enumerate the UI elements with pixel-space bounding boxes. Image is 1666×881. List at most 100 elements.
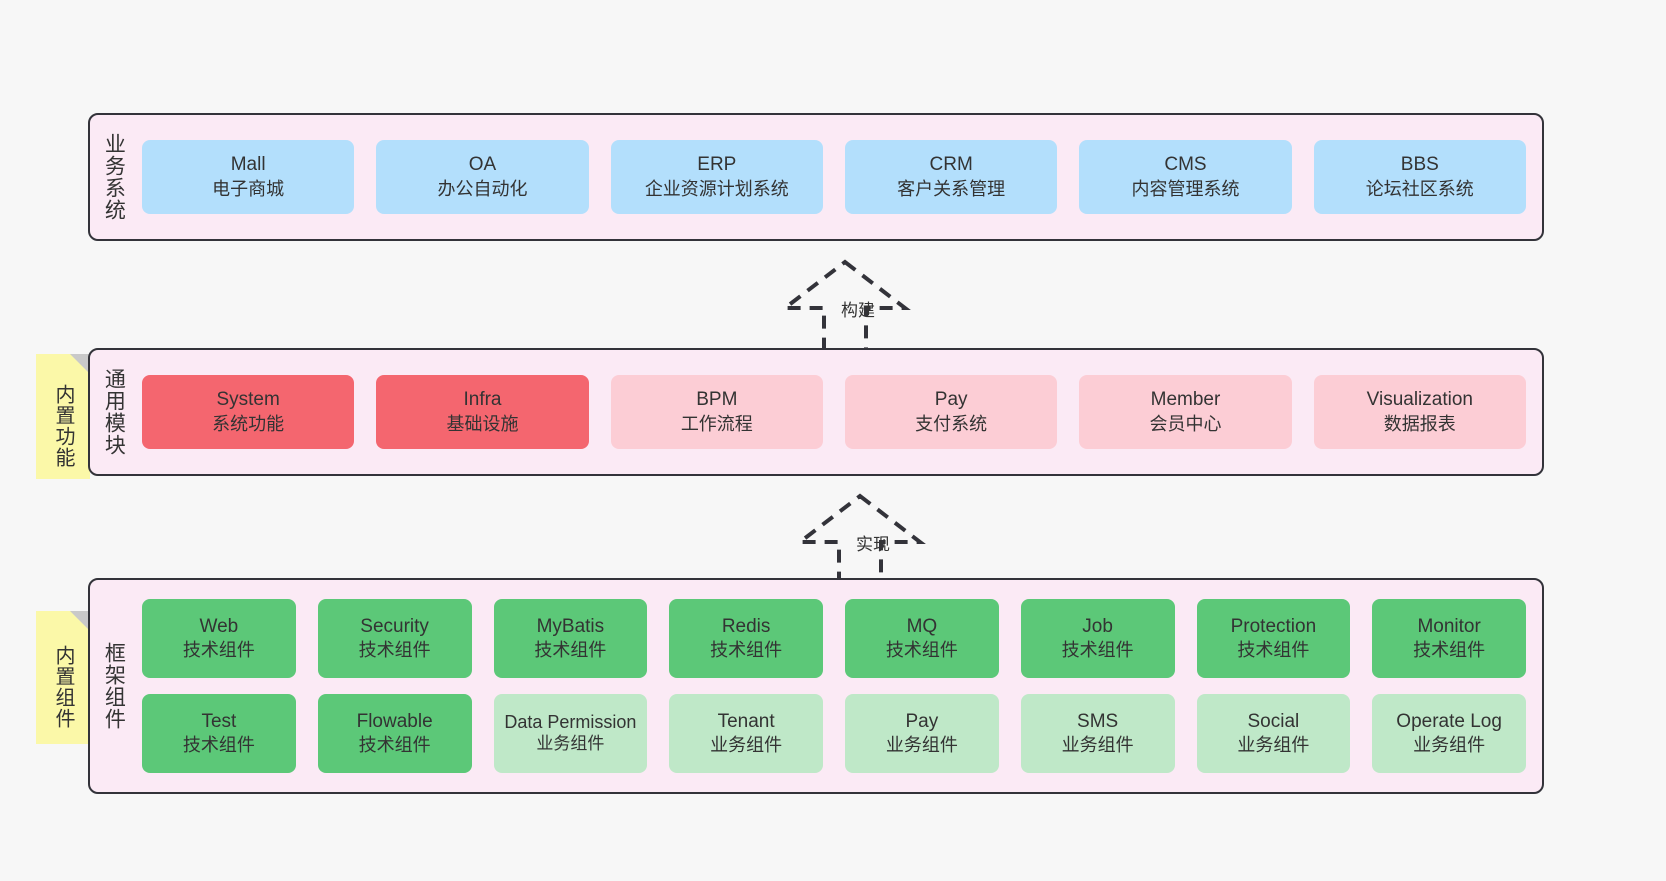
node-subtitle: 业务组件 (710, 735, 783, 756)
layer-framework-component[interactable]: 框架组件 Web 技术组件 Security 技术组件 MyBatis 技术组件… (88, 578, 1544, 794)
node-subtitle: 技术组件 (1061, 640, 1134, 661)
node-subtitle: 技术组件 (358, 640, 431, 661)
node-title: Data Permission (504, 711, 637, 732)
node-title: Protection (1230, 615, 1317, 637)
arrow-label-build: 构建 (841, 301, 875, 320)
node-oa[interactable]: OA 办公自动化 (376, 140, 589, 214)
node-subtitle: 系统功能 (212, 413, 285, 434)
node-title: System (216, 389, 280, 411)
node-subtitle: 技术组件 (885, 640, 958, 661)
arrow-label-implement: 实现 (856, 535, 890, 554)
node-subtitle: 业务组件 (1061, 735, 1134, 756)
node-title: Security (360, 615, 429, 637)
node-subtitle: 技术组件 (182, 640, 255, 661)
node-title: MyBatis (536, 615, 605, 637)
node-subtitle: 支付系统 (915, 413, 988, 434)
node-subtitle: 企业资源计划系统 (644, 178, 789, 199)
node-title: ERP (697, 154, 737, 176)
sticky-note-label: 内置功能 (52, 383, 74, 468)
node-web[interactable]: Web 技术组件 (142, 599, 296, 678)
node-security[interactable]: Security 技术组件 (317, 599, 472, 678)
layer-business-system[interactable]: 业务系统 Mall 电子商城 OA 办公自动化 ERP 企业资源计划系统 CRM… (88, 113, 1544, 241)
node-data-permission[interactable]: Data Permission 业务组件 (493, 694, 648, 773)
node-tenant[interactable]: Tenant 业务组件 (669, 694, 823, 773)
node-title: MQ (906, 615, 938, 637)
node-title: Tenant (717, 710, 775, 732)
node-title: Member (1150, 389, 1221, 411)
sticky-note-builtin-feature: 内置功能 (36, 354, 90, 479)
node-subtitle: 技术组件 (534, 640, 607, 661)
node-bbs[interactable]: BBS 论坛社区系统 (1313, 140, 1526, 214)
node-monitor[interactable]: Monitor 技术组件 (1372, 599, 1526, 678)
layer-body-framework-component: Web 技术组件 Security 技术组件 MyBatis 技术组件 Redi… (136, 580, 1542, 792)
node-subtitle: 业务组件 (1413, 735, 1486, 756)
node-title: Monitor (1417, 615, 1481, 637)
node-subtitle: 业务组件 (1237, 735, 1310, 756)
layer-body-business-system: Mall 电子商城 OA 办公自动化 ERP 企业资源计划系统 CRM 客户关系… (136, 115, 1542, 239)
node-mybatis[interactable]: MyBatis 技术组件 (493, 599, 648, 678)
sticky-note-label: 内置组件 (52, 644, 74, 729)
node-row: System 系统功能 Infra 基础设施 BPM 工作流程 Pay 支付系统… (142, 375, 1526, 449)
node-subtitle: 技术组件 (1237, 640, 1310, 661)
node-mq[interactable]: MQ 技术组件 (845, 599, 999, 678)
node-title: Infra (463, 389, 502, 411)
node-row: Web 技术组件 Security 技术组件 MyBatis 技术组件 Redi… (142, 599, 1526, 678)
node-pay[interactable]: Pay 支付系统 (844, 375, 1058, 449)
node-subtitle: 电子商城 (212, 178, 285, 199)
node-title: Flowable (356, 710, 433, 732)
node-title: Social (1247, 710, 1300, 732)
node-subtitle: 技术组件 (710, 640, 783, 661)
node-operate-log[interactable]: Operate Log 业务组件 (1372, 694, 1526, 773)
node-title: Pay (934, 389, 968, 411)
layer-common-module[interactable]: 通用模块 System 系统功能 Infra 基础设施 BPM 工作流程 Pay… (88, 348, 1544, 476)
node-subtitle: 基础设施 (446, 413, 519, 434)
node-job[interactable]: Job 技术组件 (1020, 599, 1175, 678)
node-crm[interactable]: CRM 客户关系管理 (844, 140, 1058, 214)
node-flowable[interactable]: Flowable 技术组件 (317, 694, 472, 773)
node-cms[interactable]: CMS 内容管理系统 (1079, 140, 1292, 214)
node-visualization[interactable]: Visualization 数据报表 (1313, 375, 1526, 449)
node-redis[interactable]: Redis 技术组件 (669, 599, 823, 678)
node-title: Operate Log (1396, 710, 1502, 732)
node-member[interactable]: Member 会员中心 (1079, 375, 1292, 449)
node-protection[interactable]: Protection 技术组件 (1196, 599, 1351, 678)
node-title: Pay (905, 710, 939, 732)
node-mall[interactable]: Mall 电子商城 (142, 140, 355, 214)
node-subtitle: 内容管理系统 (1131, 178, 1240, 199)
node-test[interactable]: Test 技术组件 (142, 694, 296, 773)
node-row: Mall 电子商城 OA 办公自动化 ERP 企业资源计划系统 CRM 客户关系… (142, 140, 1526, 214)
node-subtitle: 办公自动化 (437, 178, 528, 199)
node-subtitle: 客户关系管理 (897, 178, 1006, 199)
node-infra[interactable]: Infra 基础设施 (376, 375, 589, 449)
node-title: SMS (1077, 710, 1119, 732)
node-title: Job (1082, 615, 1113, 637)
node-subtitle: 工作流程 (680, 413, 753, 434)
node-system[interactable]: System 系统功能 (142, 375, 355, 449)
sticky-note-builtin-component: 内置组件 (36, 611, 90, 744)
node-row: Test 技术组件 Flowable 技术组件 Data Permission … (142, 694, 1526, 773)
node-subtitle: 论坛社区系统 (1365, 178, 1474, 199)
layer-title-common-module: 通用模块 (102, 368, 126, 456)
node-bpm[interactable]: BPM 工作流程 (610, 375, 823, 449)
node-subtitle: 数据报表 (1383, 413, 1456, 434)
node-title: Visualization (1366, 389, 1473, 411)
node-title: Mall (230, 154, 266, 176)
node-subtitle: 业务组件 (536, 734, 605, 754)
layer-title-framework-component: 框架组件 (102, 642, 126, 730)
arrow-build: 构建 (760, 258, 930, 354)
node-title: CRM (929, 154, 973, 176)
node-title: Test (201, 710, 237, 732)
node-title: OA (468, 154, 497, 176)
node-title: Web (199, 615, 239, 637)
node-title: CMS (1164, 154, 1207, 176)
node-social[interactable]: Social 业务组件 (1196, 694, 1351, 773)
node-sms[interactable]: SMS 业务组件 (1020, 694, 1175, 773)
node-erp[interactable]: ERP 企业资源计划系统 (610, 140, 823, 214)
node-subtitle: 技术组件 (182, 735, 255, 756)
node-pay-business[interactable]: Pay 业务组件 (845, 694, 999, 773)
node-title: BPM (696, 389, 738, 411)
arrow-implement: 实现 (775, 492, 945, 588)
node-title: BBS (1400, 154, 1439, 176)
layer-title-business-system: 业务系统 (102, 133, 126, 221)
